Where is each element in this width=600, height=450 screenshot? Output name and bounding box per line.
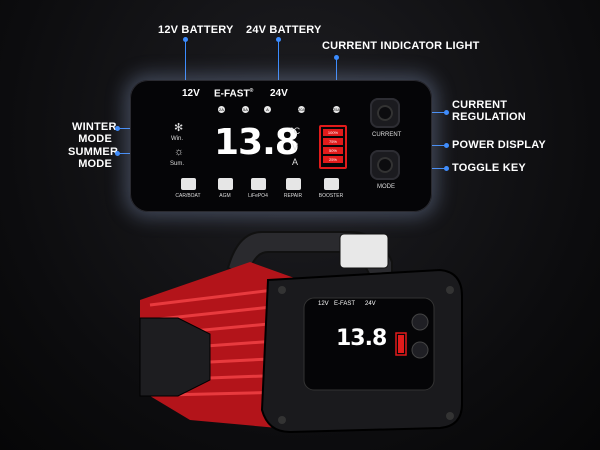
device-screw	[278, 416, 286, 424]
agm-icon	[218, 178, 233, 190]
mode-label: BOOSTER	[318, 193, 344, 199]
callout-dot	[444, 143, 449, 148]
sun-icon: ☼	[174, 146, 185, 158]
callout-12v-battery: 12V BATTERY	[158, 24, 234, 36]
brand-mark: ®	[249, 88, 254, 94]
power-display: 100% 75% 50% 25%	[319, 125, 347, 169]
voltage-reading: 13.8	[214, 122, 300, 163]
snowflake-icon: ✻	[174, 122, 184, 134]
callout-dot	[183, 37, 188, 42]
current-button[interactable]	[370, 98, 400, 128]
summer-label: Sum.	[170, 161, 185, 167]
callout-current-indicator: CURRENT INDICATOR LIGHT	[322, 40, 480, 52]
panel-label-24v: 24V	[270, 88, 288, 99]
button-face	[377, 105, 393, 121]
callout-dot	[115, 126, 120, 131]
control-panel: 12V E-FAST® 24V 2A 5A A 20A 25A ✻ Win. ☼…	[130, 80, 432, 212]
unit-celsius: °C	[290, 126, 301, 136]
callout-line	[185, 40, 186, 84]
callout-dot	[444, 110, 449, 115]
battery-level: 100%	[323, 129, 343, 136]
repair-icon	[286, 178, 301, 190]
device-screw	[446, 412, 454, 420]
current-dot: A	[264, 106, 271, 113]
mode-label: LiFePO4	[248, 193, 268, 199]
unit-amp: A	[292, 157, 299, 167]
device-label-12v: 12V	[318, 301, 329, 307]
mode-label: CAR/BOAT	[175, 193, 201, 199]
device-handle	[226, 231, 393, 278]
callout-dot	[115, 151, 120, 156]
mode-button[interactable]	[370, 150, 400, 180]
callout-dot	[334, 55, 339, 60]
device-label-24v: 24V	[365, 301, 376, 307]
battery-level: 50%	[323, 147, 343, 154]
device-battery-fill	[398, 335, 404, 353]
callout-power-display: POWER DISPLAY	[452, 139, 546, 151]
device-brand: E-FAST	[334, 301, 356, 307]
button-face	[377, 157, 393, 173]
mode-button-label: MODE	[377, 184, 395, 190]
callout-24v-battery: 24V BATTERY	[246, 24, 322, 36]
device-current-button	[411, 313, 429, 331]
car-boat-icon	[181, 178, 196, 190]
callout-dot	[444, 166, 449, 171]
unit-volt: V	[292, 142, 299, 152]
device-body-stripes	[149, 286, 291, 397]
panel-label-12v: 12V	[182, 88, 200, 99]
device-reading: 13.8	[336, 326, 387, 351]
callout-dot	[276, 37, 281, 42]
current-dot: 2A	[218, 106, 225, 113]
callout-line	[278, 40, 279, 84]
winter-label: Win.	[171, 136, 183, 142]
current-button-label: CURRENT	[372, 132, 402, 138]
device-front	[260, 268, 463, 434]
current-dot: 20A	[298, 106, 306, 113]
brand-text: E-FAST	[214, 88, 250, 100]
callout-toggle-key: TOGGLE KEY	[452, 162, 526, 174]
mode-label: AGM	[219, 193, 231, 199]
battery-level: 75%	[323, 138, 343, 145]
mode-label: REPAIR	[283, 193, 303, 199]
device-mode-button	[411, 341, 429, 359]
device-body-red	[140, 262, 300, 430]
panel-brand: E-FAST®	[214, 88, 253, 99]
current-dot: 5A	[242, 106, 249, 113]
handle-bracket	[339, 233, 389, 269]
device-clamp	[139, 317, 211, 397]
lifepo4-icon	[251, 178, 266, 190]
booster-icon	[324, 178, 339, 190]
battery-level: 25%	[323, 156, 343, 163]
device-screw	[446, 286, 454, 294]
device-screw	[278, 286, 286, 294]
current-dot: 25A	[333, 106, 341, 113]
device-battery-bar	[395, 332, 407, 356]
